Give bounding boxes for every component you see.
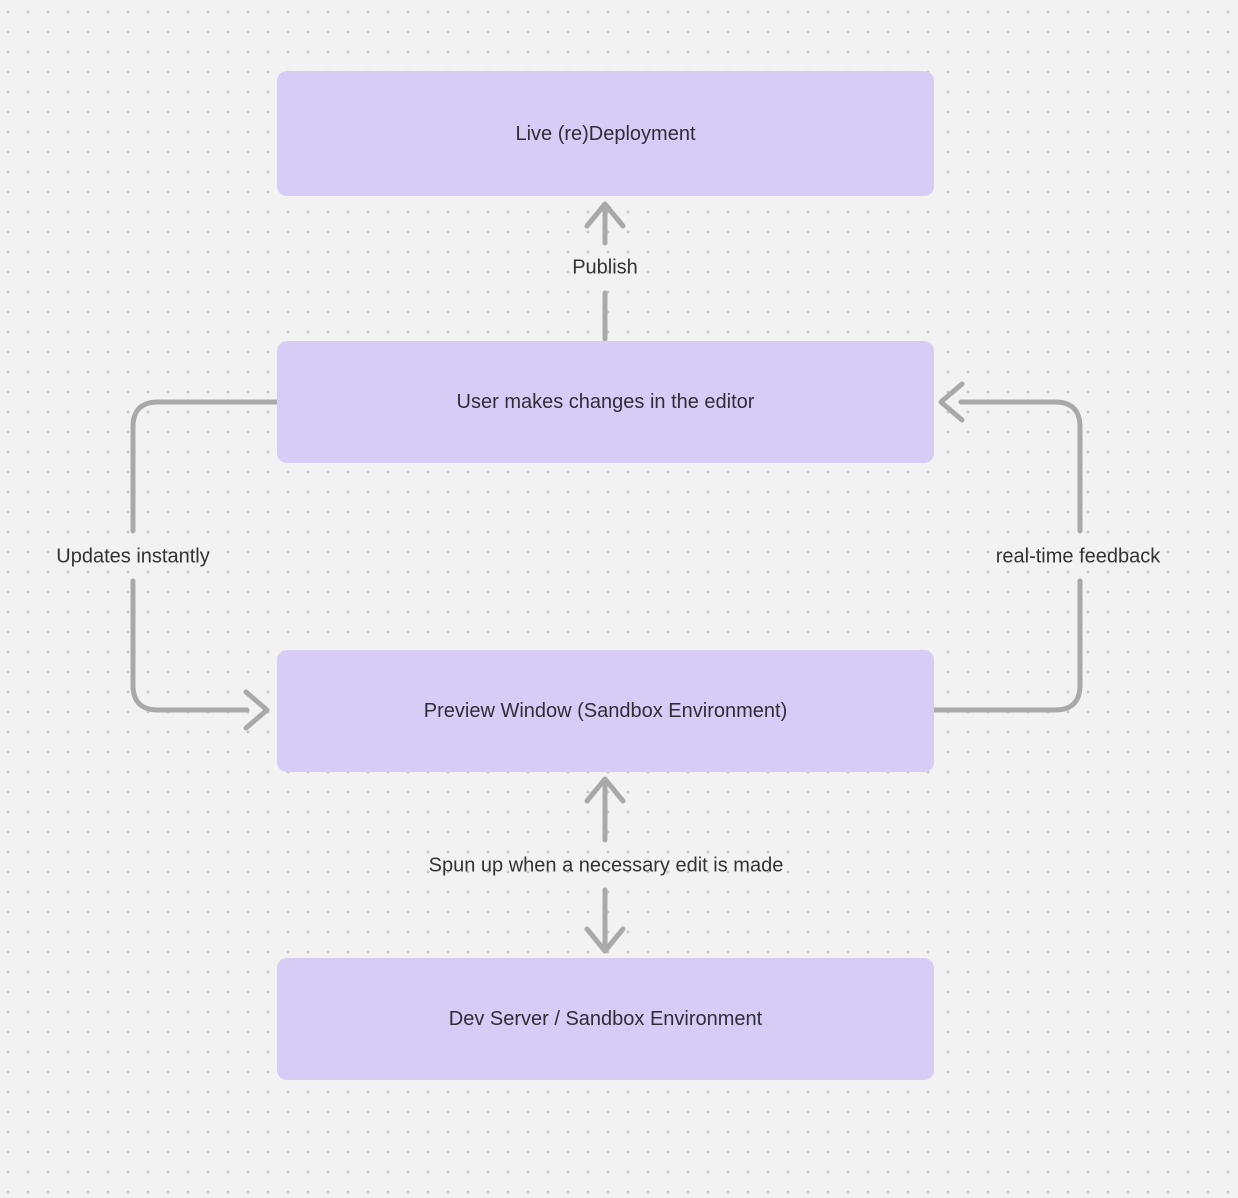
arrowhead-left-icon <box>938 381 965 423</box>
node-dev-server[interactable]: Dev Server / Sandbox Environment <box>277 958 934 1080</box>
arrowhead-up-icon <box>584 201 626 229</box>
node-live-redeployment[interactable]: Live (re)Deployment <box>277 71 934 196</box>
edge-label-real-time-feedback: real-time feedback <box>995 545 1161 568</box>
arrowhead-right-icon <box>243 689 270 731</box>
edge-real-time-feedback <box>931 381 1083 713</box>
edge-label-updates-instantly: Updates instantly <box>56 545 210 568</box>
node-label: User makes changes in the editor <box>456 391 755 413</box>
node-preview-window[interactable]: Preview Window (Sandbox Environment) <box>277 650 934 772</box>
edge-label-publish: Publish <box>572 256 638 279</box>
node-label: Live (re)Deployment <box>515 122 696 145</box>
edge-publish <box>584 201 626 342</box>
arrowhead-down-icon <box>584 926 626 954</box>
edge-updates-instantly <box>130 399 280 731</box>
node-user-changes[interactable]: User makes changes in the editor <box>277 341 934 463</box>
node-label: Preview Window (Sandbox Environment) <box>423 700 788 722</box>
node-label: Dev Server / Sandbox Environment <box>448 1008 763 1030</box>
edge-spun-up <box>584 776 626 954</box>
arrowhead-up-icon <box>584 776 626 804</box>
edge-label-spun-up: Spun up when a necessary edit is made <box>428 854 784 877</box>
